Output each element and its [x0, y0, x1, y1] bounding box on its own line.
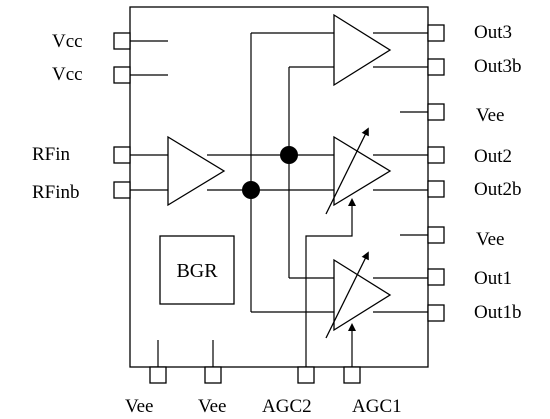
junction-dot-bottom — [242, 181, 260, 199]
wire-agc2-control — [305, 198, 356, 367]
pin-out1: Out1 — [427, 268, 512, 289]
pin-label-out1: Out1 — [474, 268, 512, 289]
pin-label-vee-bottom-1: Vee — [125, 396, 153, 417]
pin-rfin: RFin — [32, 144, 131, 165]
pin-label-vcc-1: Vcc — [52, 31, 83, 52]
pin-out2b: Out2b — [427, 179, 522, 200]
vga-arrow-stage-2 — [325, 127, 369, 215]
pin-vcc-1: Vcc — [52, 31, 168, 52]
bgr-block: BGR — [159, 235, 235, 305]
pin-vcc-2: Vcc — [52, 64, 168, 85]
bgr-label: BGR — [176, 260, 218, 282]
amplifier-stage-3 — [333, 13, 392, 87]
pin-label-out1b: Out1b — [474, 302, 522, 323]
pin-label-vee-bottom-2: Vee — [198, 396, 226, 417]
pin-out3: Out3 — [427, 22, 512, 43]
pin-label-out2b: Out2b — [474, 179, 522, 200]
amplifier-stage-1 — [333, 258, 392, 332]
pin-vee-bottom-2: Vee — [198, 340, 226, 417]
input-amplifier — [167, 135, 226, 207]
pin-agc2: AGC2 — [262, 366, 315, 417]
pin-label-rfinb: RFinb — [32, 182, 80, 203]
pin-label-vee-right-2: Vee — [476, 229, 504, 250]
pin-label-rfin: RFin — [32, 144, 71, 165]
pin-agc1: AGC1 — [343, 366, 402, 417]
pin-out2: Out2 — [427, 146, 512, 167]
pin-out1b: Out1b — [427, 302, 522, 323]
pin-rfinb: RFinb — [32, 181, 131, 203]
pin-label-vee-right-1: Vee — [476, 105, 504, 126]
pin-label-out2: Out2 — [474, 146, 512, 167]
pin-label-agc2: AGC2 — [262, 396, 312, 417]
pin-label-out3: Out3 — [474, 22, 512, 43]
pin-label-out3b: Out3b — [474, 56, 522, 77]
pin-out3b: Out3b — [427, 56, 522, 77]
junction-dot-top — [280, 146, 298, 164]
pin-label-agc1: AGC1 — [352, 396, 402, 417]
pin-vee-right-1: Vee — [400, 103, 504, 126]
vga-arrow-stage-1 — [325, 251, 369, 339]
pin-vee-right-2: Vee — [400, 226, 504, 250]
pin-vee-bottom-1: Vee — [125, 340, 167, 417]
pin-label-vcc-2: Vcc — [52, 64, 83, 85]
amplifier-stage-2 — [333, 135, 392, 207]
